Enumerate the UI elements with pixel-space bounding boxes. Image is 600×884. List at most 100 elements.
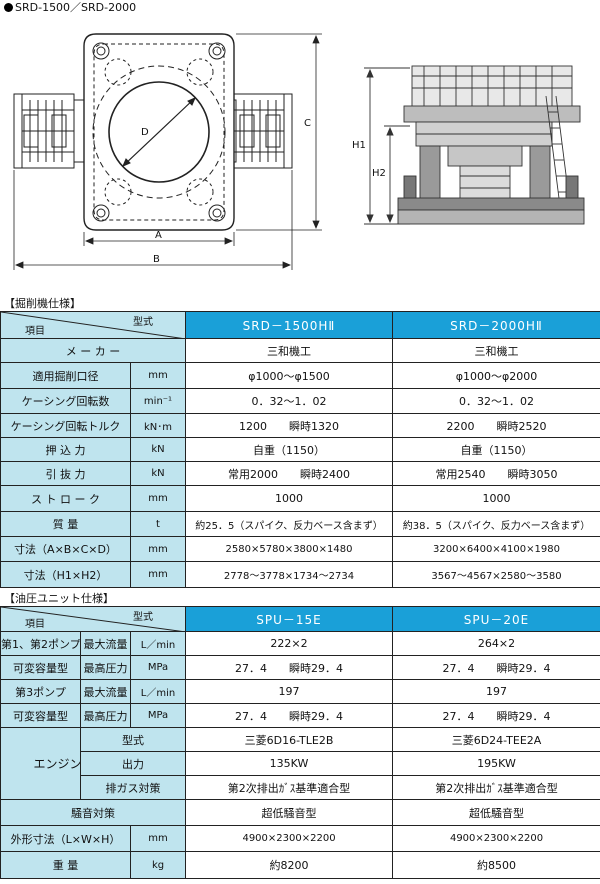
label-c: C [304, 118, 311, 129]
value-cell: 超低騒音型 [185, 799, 394, 826]
value-cell: 三和機工 [392, 338, 600, 363]
unit-cell: mm [130, 561, 186, 588]
corner-header-cell: 型式 項目 [0, 606, 187, 632]
unit-cell: t [130, 511, 186, 537]
table-row: ケーシング回転数 min⁻¹ 0．32～1．02 0．32～1．02 [0, 388, 600, 414]
value-cell: 2778～3778×1734～2734 [185, 561, 393, 588]
section-title-hydraulic: 【油圧ユニット仕様】 [4, 592, 114, 605]
engine-vertical-text: エンジン [33, 756, 81, 771]
row-label: 寸法（A×B×C×D） [0, 536, 131, 562]
diagonal-line [1, 312, 180, 338]
table-row: 適用掘削口径 mm φ1000～φ1500 φ1000～φ2000 [0, 362, 600, 389]
row-label: 型式 [79, 727, 187, 752]
label-h2: H2 [372, 168, 386, 179]
side-unit-left [13, 93, 89, 169]
row-label: ケーシング回転数 [0, 388, 131, 414]
row-label: 外形寸法（L×W×H） [0, 825, 131, 852]
table-row: 質 量 t 約25．5（スパイク、反力ベース含まず） 約38．5（スパイク、反力… [0, 511, 600, 537]
label-h1: H1 [352, 140, 366, 151]
unit-cell: L／min [129, 679, 187, 704]
value-cell: 三菱6D16-TLE2B [185, 727, 394, 752]
engine-label: エンジン [0, 727, 81, 800]
value-cell: 4900×2300×2200 [185, 825, 394, 852]
unit-cell: min⁻¹ [130, 388, 186, 414]
hydraulic-spec-table: 型式 項目 SPU－15E SPU－20E 第1、第2ポンプ 最大流量 L／mi… [0, 606, 600, 879]
corner-header-cell: 型式 項目 [0, 311, 186, 339]
model-header-2: SPU－20E [392, 606, 600, 632]
row-label: 質 量 [0, 511, 131, 537]
table-row: 出力 135KW 195KW [1, 751, 600, 776]
value-cell: 三和機工 [185, 338, 393, 363]
value-cell: 超低騒音型 [392, 799, 600, 826]
drawing-labels: D A B C H1 H2 [141, 118, 386, 265]
model-header-2: SRD－2000HⅡ [392, 311, 600, 339]
table-header-row: 型式 項目 SRD－1500HⅡ SRD－2000HⅡ [0, 311, 600, 339]
table-row: 排ガス対策 第2次排出ｶﾞｽ基準適合型 第2次排出ｶﾞｽ基準適合型 [1, 775, 600, 800]
row-label: ケーシング回転トルク [0, 413, 131, 438]
table-row: 第1、第2ポンプ 最大流量 L／min 222×2 264×2 [0, 631, 600, 656]
row-label: 最高圧力 [80, 703, 131, 728]
label-d: D [141, 127, 149, 138]
row-label: 最高圧力 [80, 655, 131, 680]
unit-cell: L／min [129, 631, 187, 656]
value-cell: φ1000～φ2000 [392, 362, 600, 389]
table-row: エンジン 型式 三菱6D16-TLE2B 三菱6D24-TEE2A [0, 727, 600, 800]
value-cell: 第2次排出ｶﾞｽ基準適合型 [392, 775, 600, 800]
unit-cell: kN･m [130, 413, 186, 438]
table-row: 寸法（A×B×C×D） mm 2580×5780×3800×1480 3200×… [0, 536, 600, 562]
pump3-label: 第3ポンプ [0, 679, 81, 704]
model-header-1: SRD－1500HⅡ [185, 311, 393, 339]
drilling-spec-table: 型式 項目 SRD－1500HⅡ SRD－2000HⅡ メ ー カ ー 三和機工… [0, 311, 600, 588]
plan-dimensions [13, 33, 322, 270]
row-label: 押 込 力 [0, 437, 131, 462]
value-cell: 約38．5（スパイク、反力ベース含まず） [392, 511, 600, 537]
value-cell: 自重（1150） [392, 437, 600, 462]
unit-cell: mm [130, 362, 186, 389]
value-cell: 約25．5（スパイク、反力ベース含まず） [185, 511, 393, 537]
table-header-row: 型式 項目 SPU－15E SPU－20E [0, 606, 600, 632]
table-row: メ ー カ ー 三和機工 三和機工 [0, 338, 600, 363]
row-label: 適用掘削口径 [0, 362, 131, 389]
value-cell: 195KW [392, 751, 600, 776]
label-a: A [155, 230, 162, 241]
table-row: 押 込 力 kN 自重（1150） 自重（1150） [0, 437, 600, 462]
value-cell: 0．32～1．02 [392, 388, 600, 414]
table-row: ス ト ロ ー ク mm 1000 1000 [0, 485, 600, 512]
value-cell: φ1000～φ1500 [185, 362, 393, 389]
value-cell: 約8500 [392, 851, 600, 879]
row-label: 重 量 [0, 851, 131, 879]
unit-cell: MPa [129, 703, 187, 728]
value-cell: 3200×6400×4100×1980 [392, 536, 600, 562]
unit-cell: mm [129, 825, 187, 852]
row-label: 最大流量 [80, 631, 131, 656]
label-b: B [153, 254, 160, 265]
bullet-icon [4, 3, 13, 12]
value-cell: 1000 [392, 485, 600, 512]
value-cell: 222×2 [185, 631, 394, 656]
value-cell: 197 [185, 679, 394, 704]
row-label: 出力 [79, 751, 187, 776]
value-cell: 1000 [185, 485, 393, 512]
row-label: 騒音対策 [0, 799, 187, 826]
technical-drawing: D A B C H1 H2 [13, 33, 585, 270]
value-cell: 自重（1150） [185, 437, 393, 462]
plan-view [13, 33, 293, 231]
unit-cell: kN [130, 437, 186, 462]
table-row: 重 量 kg 約8200 約8500 [0, 851, 600, 879]
unit-cell: mm [130, 536, 186, 562]
value-cell: 第2次排出ｶﾞｽ基準適合型 [185, 775, 394, 800]
pump12-label: 第1、第2ポンプ [0, 631, 81, 656]
unit-cell: kN [130, 461, 186, 486]
side-view [364, 65, 585, 225]
row-label: 最大流量 [80, 679, 131, 704]
value-cell: 197 [392, 679, 600, 704]
unit-cell: mm [130, 485, 186, 512]
